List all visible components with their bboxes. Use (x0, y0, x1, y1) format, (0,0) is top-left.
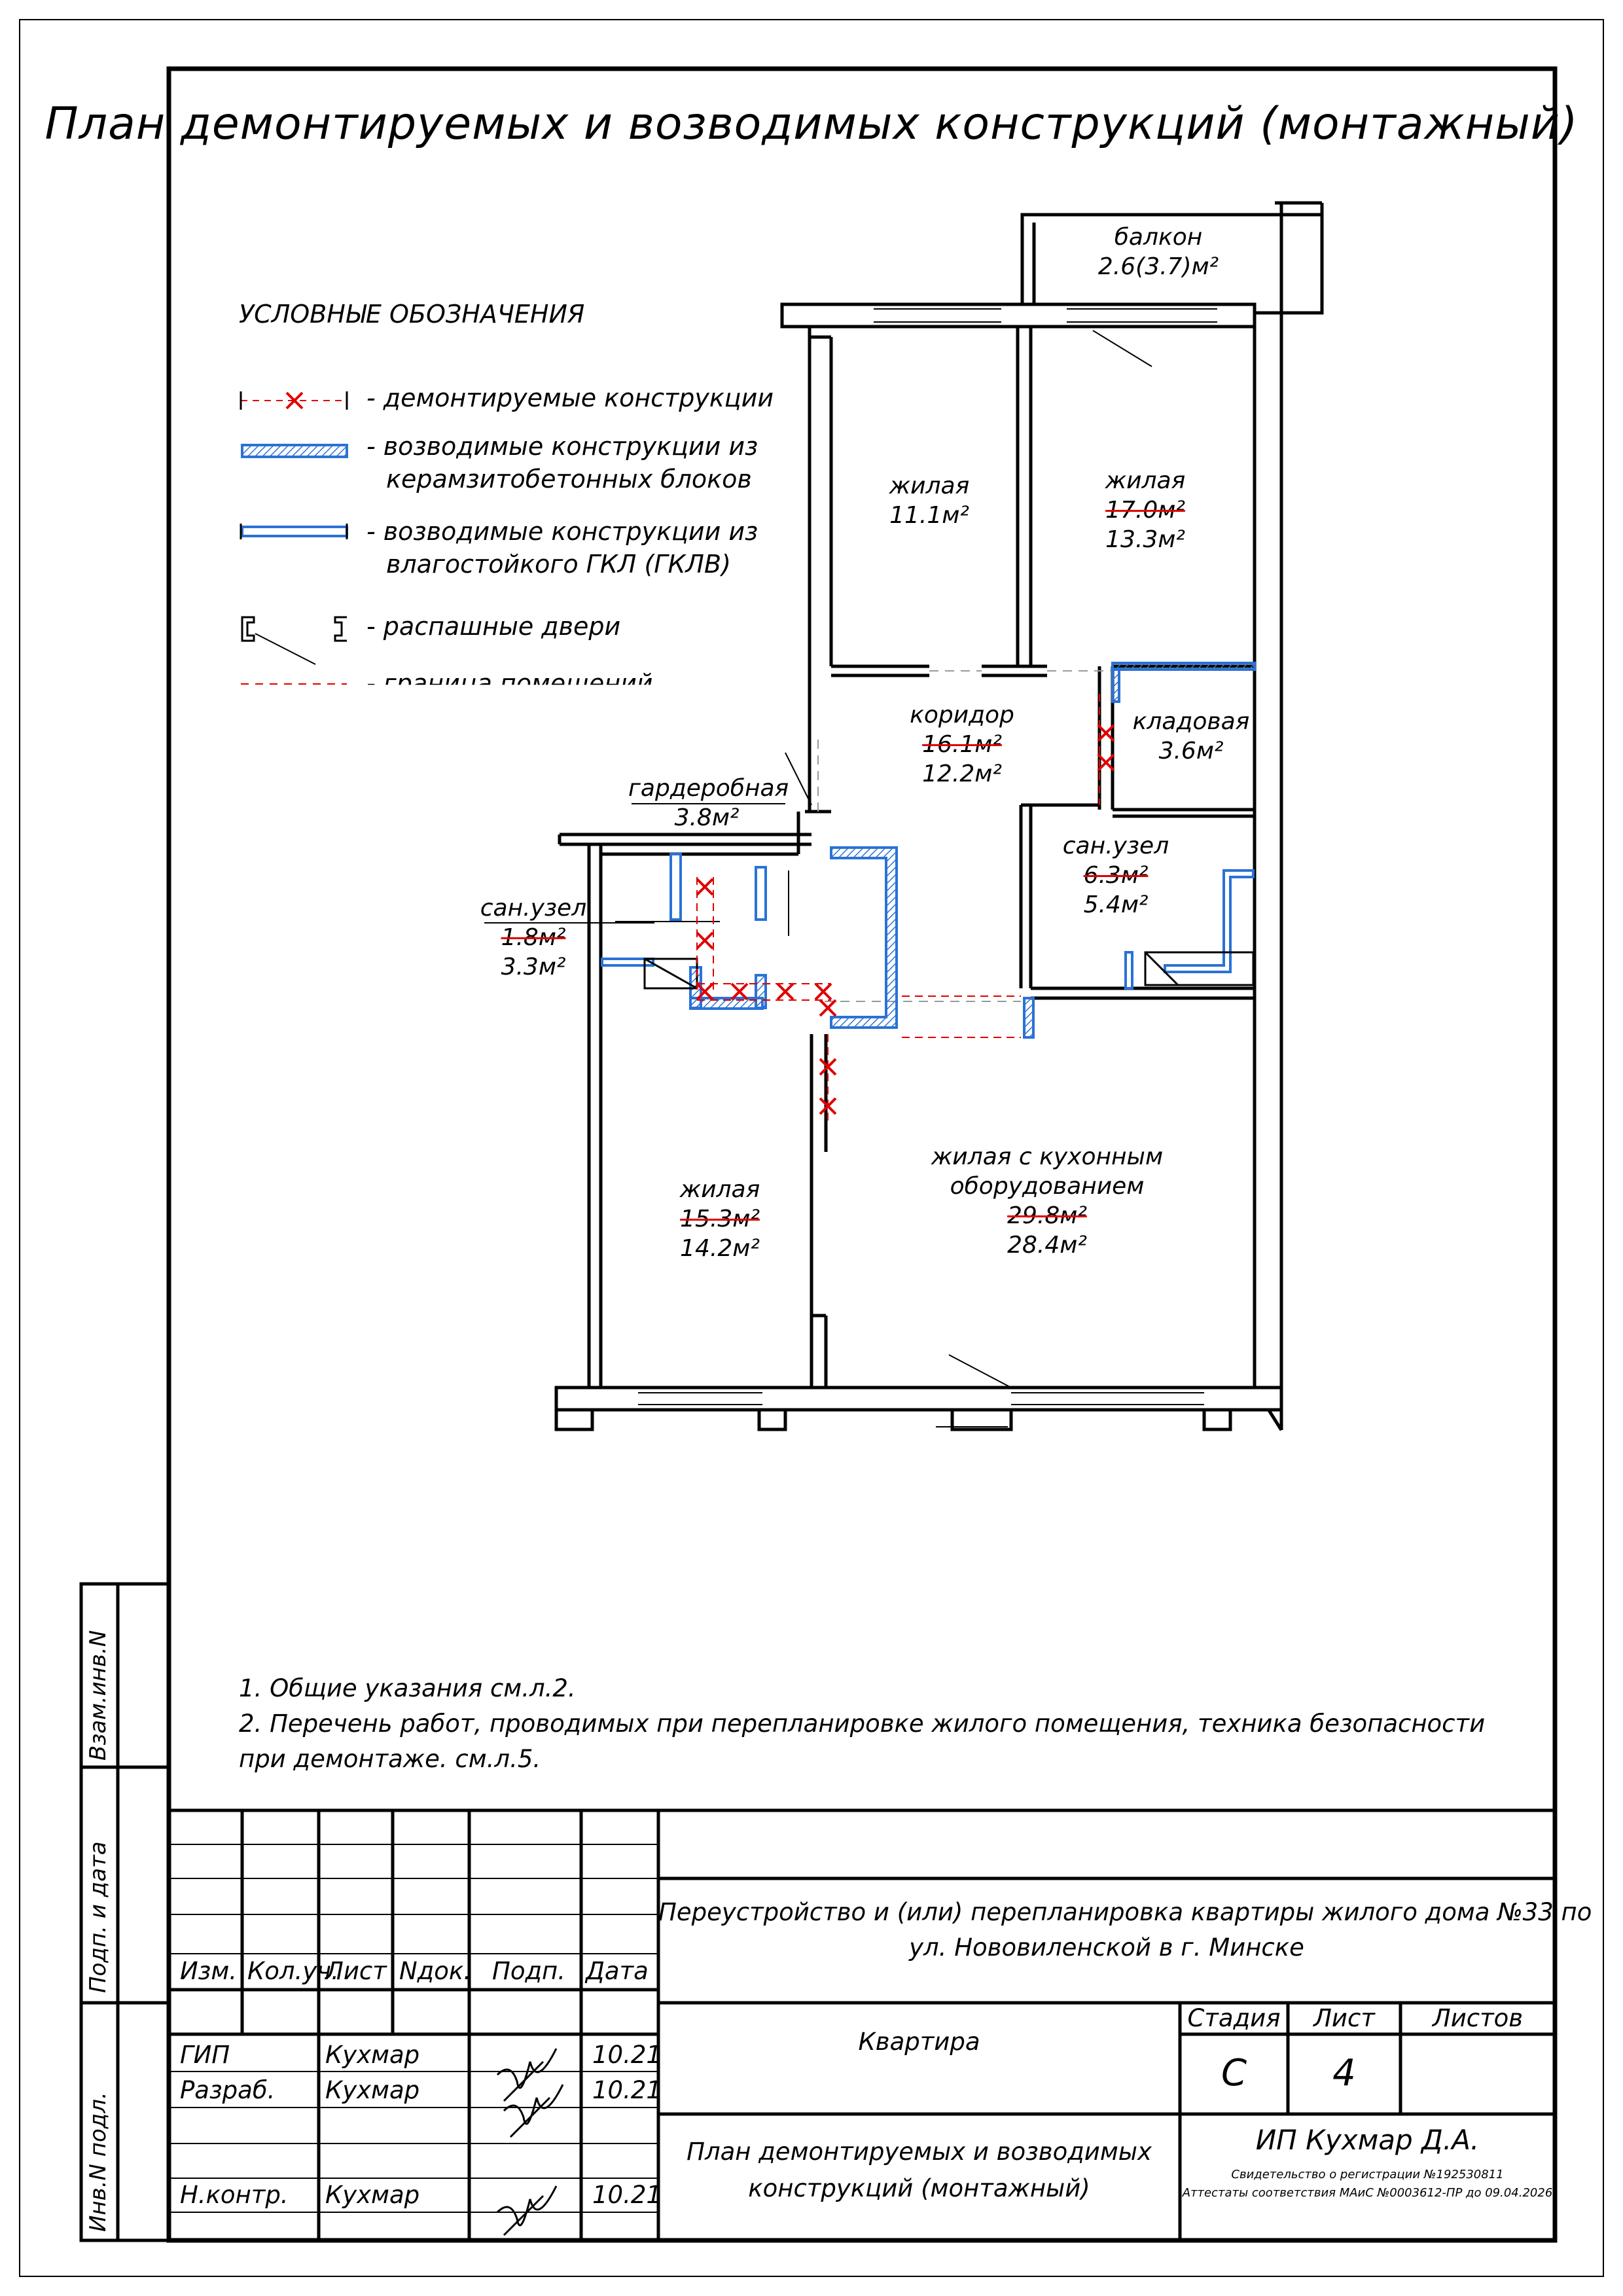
tb-date-razrab: 10.21 (592, 2076, 662, 2104)
tb-object: Квартира (858, 2028, 980, 2056)
room-name: сан.узел (480, 895, 587, 922)
tb-sheets-label: Листов (1432, 2004, 1524, 2032)
tb-name-gip: Кухмар (325, 2041, 420, 2069)
legend-gkl-label: - возводимые конструкции из (366, 517, 758, 546)
room-storage: кладовая 3.6м² (1126, 707, 1257, 766)
room-name: гардеробная (628, 775, 789, 802)
new-block-walls (689, 662, 1256, 1039)
tb-role-gip: ГИП (180, 2041, 230, 2069)
legend-block-label: - возводимые конструкции из (366, 432, 758, 461)
room-old-area: 1.8м² (501, 924, 566, 951)
room-old-area: 15.3м² (680, 1206, 760, 1232)
tb-header-ndok: Nдок. (399, 1957, 472, 1985)
title-block-grid (169, 1808, 1555, 2240)
room-name: жилая с кухонным (931, 1143, 1164, 1170)
room-bath-right: сан.узел 6.3м² 5.4м² (1057, 831, 1175, 920)
room-name: жилая (889, 473, 970, 499)
room-area: 3.8м² (674, 804, 740, 831)
room-new-area: 3.3м² (501, 954, 566, 980)
tb-drawing-title: План демонтируемых и возводимых конструк… (658, 2134, 1180, 2206)
fixtures (643, 951, 1255, 990)
room-new-area: 28.4м² (1007, 1232, 1087, 1259)
tb-stage-label: Стадия (1187, 2004, 1281, 2032)
signatures (496, 2048, 564, 2236)
room-name: коридор (910, 702, 1014, 728)
room-name: сан.узел (1062, 833, 1169, 859)
room-bath-left: сан.узел 1.8м² 3.3м² (478, 893, 589, 982)
room-name: кладовая (1132, 708, 1250, 735)
tb-project-line-1: Переустройство и (или) перепланировка кв… (658, 1898, 1592, 1926)
room-new-area: 5.4м² (1083, 891, 1149, 918)
tb-sheet-value: 4 (1332, 2052, 1356, 2094)
tb-header-podp: Подп. (492, 1957, 565, 1985)
tb-name-nkontr: Кухмар (325, 2181, 420, 2209)
tb-cert-1: Свидетельство о регистрации №192530811 (1231, 2168, 1504, 2181)
legend-block-label-2: керамзитобетонных блоков (386, 465, 752, 493)
sheet-title: План демонтируемых и возводимых конструк… (45, 98, 1578, 150)
note-1: 1. Общие указания см.л.2. (239, 1674, 576, 1702)
tb-role-nkontr: Н.контр. (180, 2181, 289, 2209)
legend-gkl-label-2: влагостойкого ГКЛ (ГКЛВ) (386, 550, 731, 579)
tb-drawing-line-2: конструкций (монтажный) (748, 2174, 1090, 2202)
note-2: 2. Перечень работ, проводимых при перепл… (239, 1710, 1486, 1738)
tb-cert-2: Аттестаты соответствия МАиС №0003612-ПР … (1182, 2186, 1553, 2200)
room-living-3: жилая 15.3м² 14.2м² (654, 1175, 785, 1263)
room-area: 2.6(3.7)м² (1097, 253, 1219, 280)
tb-drawing-line-1: План демонтируемых и возводимых (687, 2138, 1152, 2166)
room-boundaries (817, 670, 1113, 1002)
tb-header-koluch: Кол.уч. (247, 1957, 339, 1985)
tb-sheet-label: Лист (1313, 2004, 1375, 2032)
tb-header-izm: Изм. (180, 1957, 238, 1985)
side-label-inv: Инв.N подл. (85, 2092, 111, 2232)
side-label-vzam: Взам.инв.N (85, 1630, 111, 1761)
room-name: балкон (1114, 224, 1203, 251)
room-old-area: 17.0м² (1105, 497, 1185, 524)
room-living-1: жилая 11.1м² (870, 471, 988, 530)
legend-demolish-label: - демонтируемые конструкции (366, 384, 774, 412)
side-label-podp: Подп. и дата (85, 1841, 111, 1993)
room-old-area: 16.1м² (922, 731, 1002, 758)
tb-name-razrab: Кухмар (325, 2076, 420, 2104)
floor-plan (554, 201, 1324, 1431)
tb-header-data: Дата (586, 1957, 649, 1985)
new-gkl-walls (601, 853, 1255, 990)
legend-door-label: - распашные двери (366, 612, 621, 641)
leaders (484, 803, 785, 924)
room-wardrobe: гардеробная 3.8м² (628, 774, 789, 833)
tb-header-list: Лист (325, 1957, 387, 1985)
room-corridor: коридор 16.1м² 12.2м² (897, 700, 1027, 789)
room-old-area: 6.3м² (1083, 862, 1149, 889)
legend-boundary-label: - граница помещений (366, 669, 653, 698)
room-old-area: 29.8м² (1007, 1202, 1087, 1229)
demolished-walls (696, 694, 1100, 1126)
tb-role-razrab: Разраб. (180, 2076, 276, 2104)
room-new-area: 13.3м² (1105, 526, 1185, 553)
room-living-2: жилая 17.0м² 13.3м² (1086, 466, 1204, 554)
room-new-area: 12.2м² (922, 761, 1002, 787)
room-kitchen-living: жилая с кухонным оборудованием 29.8м² 28… (916, 1142, 1178, 1260)
room-name-2: оборудованием (950, 1173, 1145, 1200)
tb-stage-value: С (1221, 2052, 1247, 2094)
room-area: 3.6м² (1158, 738, 1224, 764)
room-name: жилая (679, 1176, 760, 1203)
tb-company: ИП Кухмар Д.А. (1255, 2124, 1480, 2156)
side-strip (79, 1582, 171, 2242)
tb-project: Переустройство и (или) перепланировка кв… (658, 1895, 1592, 1965)
inner-frame (166, 66, 1558, 2243)
outer-frame (19, 19, 1604, 2277)
room-area: 11.1м² (889, 502, 969, 529)
legend-heading: УСЛОВНЫЕ ОБОЗНАЧЕНИЯ (239, 300, 585, 329)
tb-date-gip: 10.21 (592, 2041, 662, 2069)
room-new-area: 14.2м² (680, 1235, 760, 1262)
tb-date-nkontr: 10.21 (592, 2181, 662, 2209)
tb-project-line-2: ул. Нововиленской в г. Минске (909, 1933, 1304, 1962)
legend-symbols (240, 391, 348, 685)
room-name: жилая (1105, 467, 1186, 494)
room-balcony: балкон 2.6(3.7)м² (1080, 223, 1237, 281)
note-3: при демонтаже. см.л.5. (239, 1745, 541, 1773)
